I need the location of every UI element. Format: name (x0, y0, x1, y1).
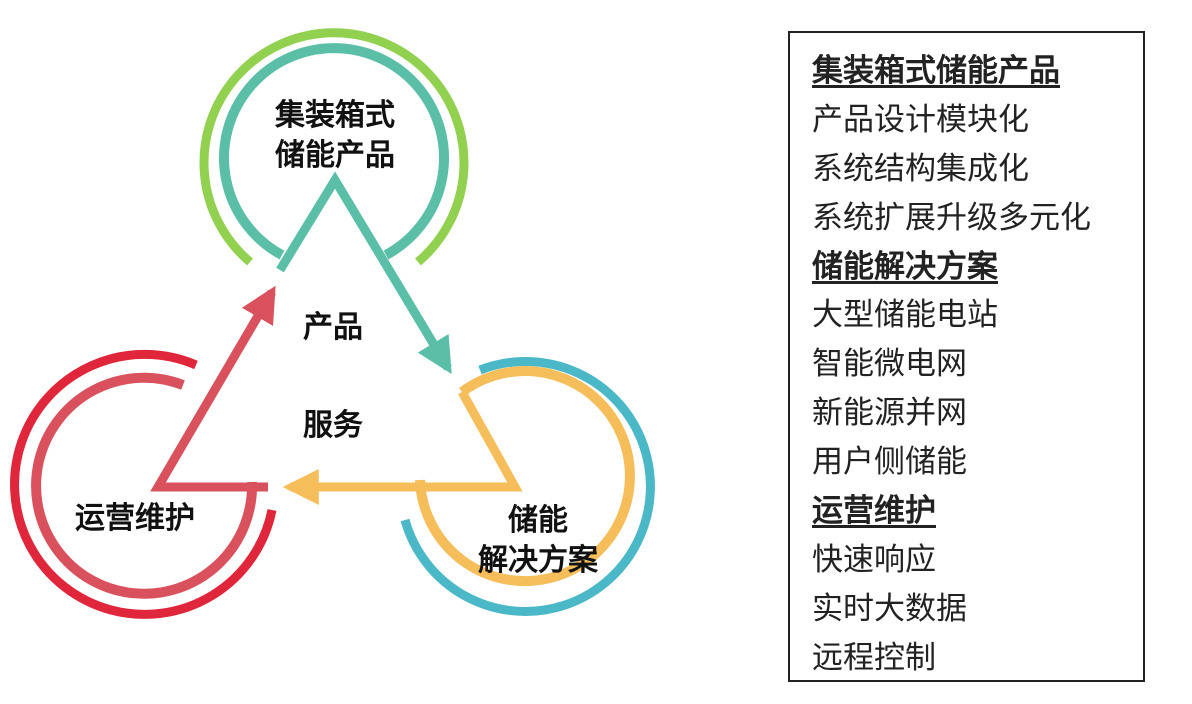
legend-box: 集装箱式储能产品 产品设计模块化 系统结构集成化 系统扩展升级多元化 储能解决方… (788, 31, 1145, 682)
legend-item: 系统结构集成化 (812, 150, 1029, 187)
legend-item: 系统扩展升级多元化 (812, 199, 1091, 236)
solution-outer-ring (400, 356, 655, 616)
legend-item: 新能源并网 (812, 395, 967, 432)
cycle-diagram: 集装箱式 储能产品 储能 解决方案 运营维护 产品 服务 (10, 28, 655, 619)
node-product: 集装箱式 储能产品 (199, 28, 469, 266)
product-inner-ring (219, 43, 449, 260)
solution-inner-ring (415, 366, 635, 587)
legend-item: 大型储能电站 (812, 297, 998, 334)
center-label-service: 服务 (303, 408, 363, 443)
legend-item: 快速响应 (812, 541, 936, 578)
product-label-line1: 集装箱式 (274, 98, 395, 133)
service-outer-ring (10, 349, 277, 619)
node-service: 运营维护 (10, 349, 277, 619)
legend-item: 实时大数据 (812, 590, 967, 627)
legend-item: 智能微电网 (812, 346, 967, 383)
legend-item: 产品设计模块化 (812, 101, 1029, 138)
node-solution: 储能 解决方案 (400, 356, 655, 616)
solution-label-line2: 解决方案 (478, 543, 599, 578)
orange-arrow (282, 389, 523, 505)
solution-label-line1: 储能 (508, 503, 568, 538)
service-inner-ring (31, 372, 258, 599)
legend-heading-service: 运营维护 (812, 493, 936, 530)
product-outer-ring (199, 28, 469, 266)
service-label: 运营维护 (75, 501, 195, 536)
legend-item: 用户侧储能 (812, 444, 967, 481)
legend-item: 远程控制 (812, 639, 936, 676)
product-label-line2: 储能产品 (275, 138, 395, 173)
legend-heading-solution: 储能解决方案 (812, 248, 998, 285)
center-label-product: 产品 (303, 310, 363, 345)
legend-heading-product: 集装箱式储能产品 (812, 53, 1060, 89)
teal-arrow (276, 171, 452, 375)
red-arrow (150, 285, 276, 492)
